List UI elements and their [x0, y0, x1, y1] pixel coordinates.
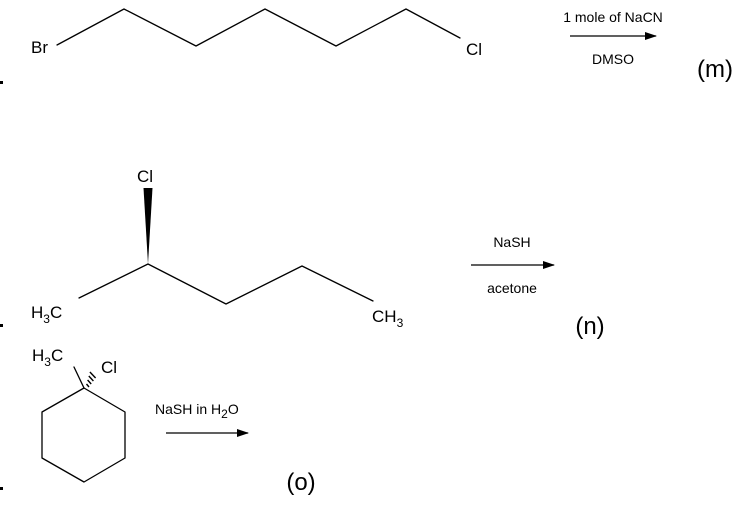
- methyl-left-n: H3C: [31, 303, 62, 326]
- reaction-o: H3C Cl NaSH in H2O (o): [32, 346, 316, 496]
- label-o: (o): [286, 469, 315, 496]
- atom-cl-o: Cl: [101, 358, 117, 377]
- wedge-bond-n: [143, 188, 153, 264]
- atom-br: Br: [31, 38, 48, 57]
- cyclohexane-ring: [41, 387, 126, 483]
- atom-cl-m: Cl: [466, 40, 482, 59]
- bullet-mark-n: [0, 324, 3, 327]
- hashed-bond-o: [85, 371, 97, 388]
- reagent-above-n: NaSH: [493, 234, 530, 250]
- bond-chain-n: [78, 263, 374, 305]
- reaction-n: Cl H3C CH3 NaSH acetone (n): [31, 167, 605, 340]
- reagent-below-m: DMSO: [592, 51, 634, 67]
- methyl-right-n: CH3: [372, 307, 404, 330]
- reagent-above-m: 1 mole of NaCN: [563, 9, 663, 25]
- methyl-o: H3C: [32, 346, 63, 369]
- bond-methyl-o: [73, 366, 85, 389]
- reagent-below-n: acetone: [487, 280, 537, 296]
- label-n: (n): [575, 313, 604, 340]
- bond-chain-m: [56, 8, 461, 47]
- reagent-o: NaSH in H2O: [155, 401, 239, 421]
- label-m: (m): [697, 56, 733, 83]
- bullet-mark-o: [0, 487, 3, 490]
- reaction-m: Br Cl 1 mole of NaCN DMSO (m): [31, 8, 733, 83]
- atom-cl-n: Cl: [137, 167, 153, 186]
- bullet-mark-m: [0, 81, 3, 84]
